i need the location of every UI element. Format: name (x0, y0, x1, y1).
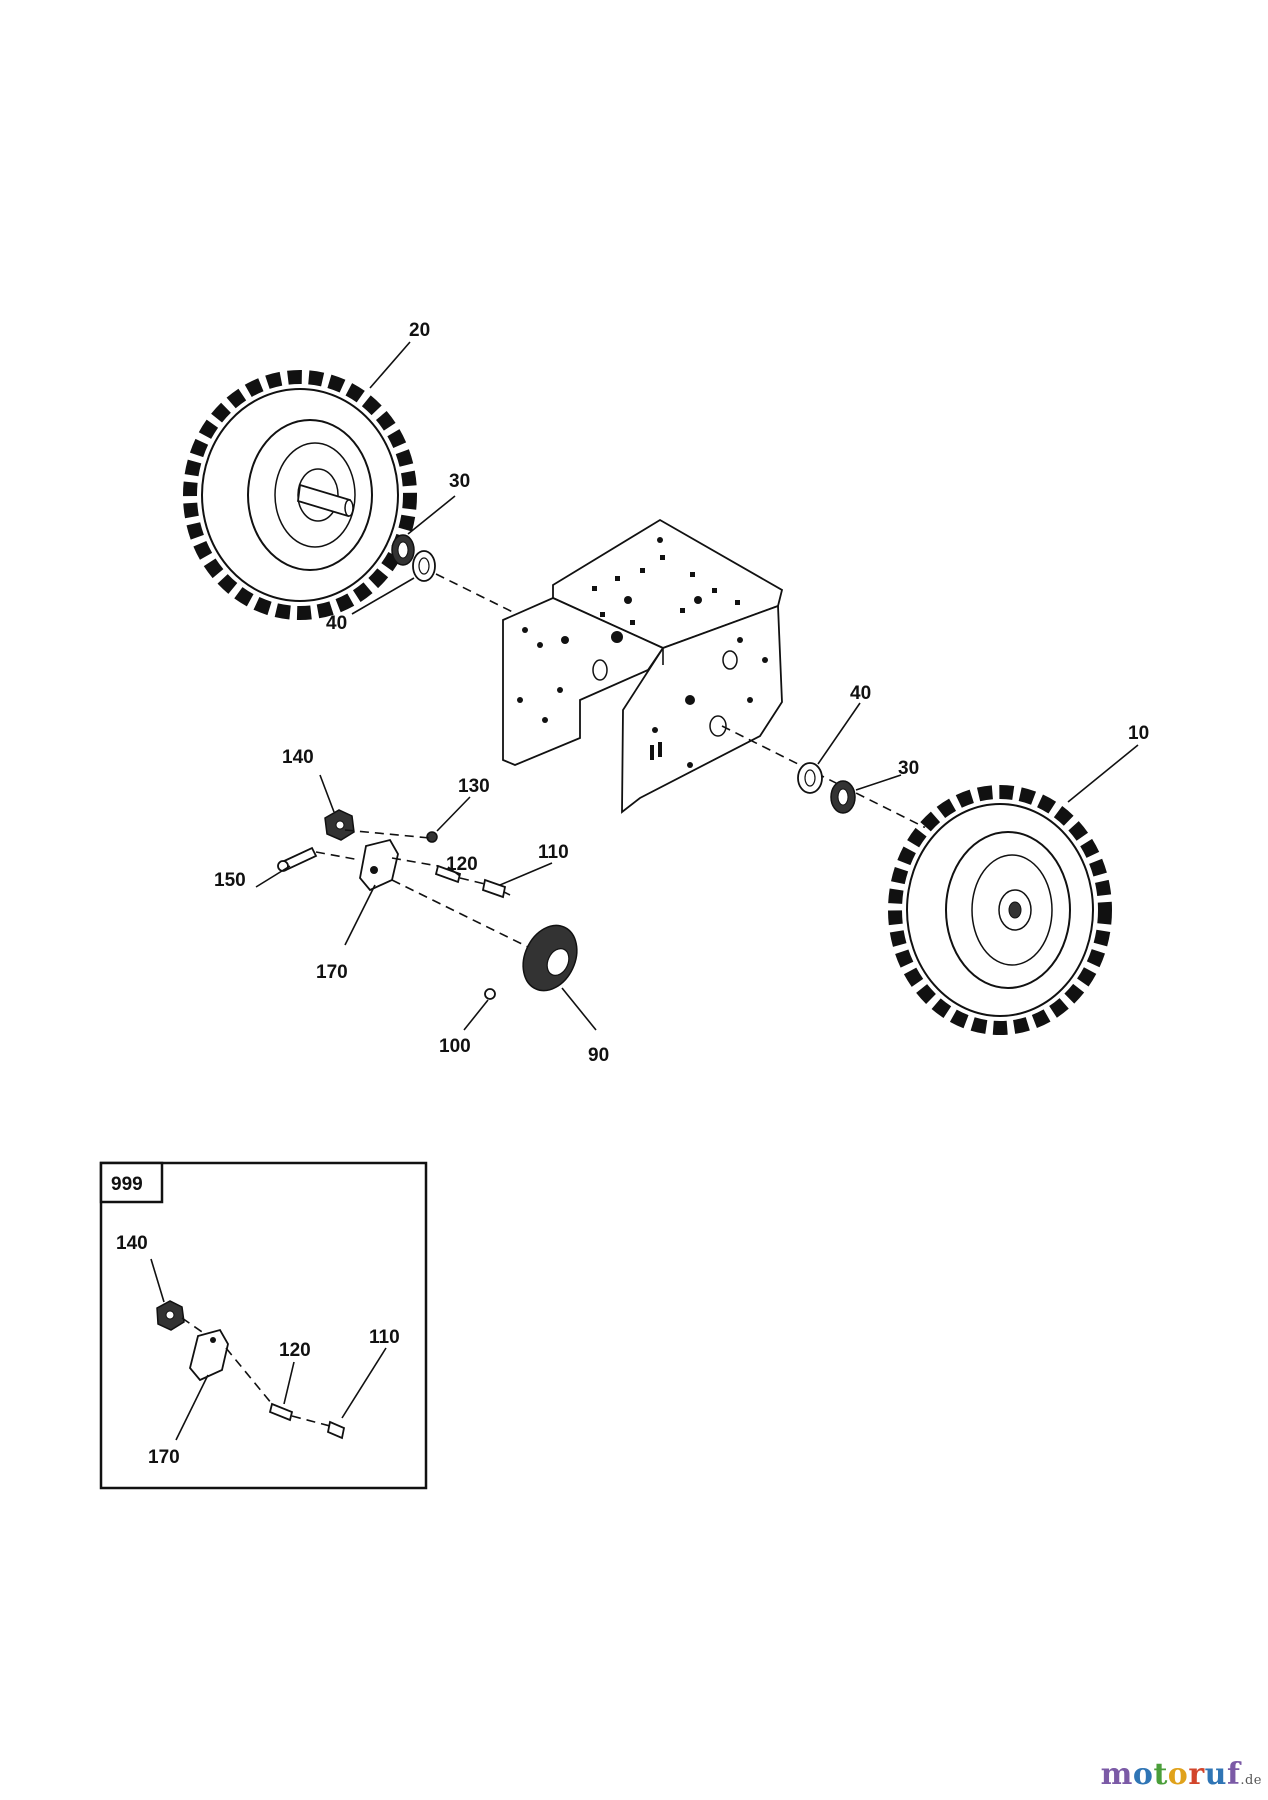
watermark-letter: o (1132, 1757, 1154, 1792)
right-washer-hole (804, 769, 816, 787)
watermark-letter: u (1204, 1757, 1227, 1792)
flange-axis-line (391, 879, 531, 949)
inset-callout-120: 120 (279, 1340, 311, 1361)
frame-chassis (502, 518, 784, 814)
callout-40-left: 40 (326, 613, 347, 634)
left-axle-end (344, 499, 354, 517)
right-axle-axis-line (721, 725, 931, 831)
watermark-suffix: .de (1240, 1773, 1262, 1788)
left-washer (412, 550, 436, 582)
bracket-axis-line (391, 857, 439, 867)
inset-bolt-110 (326, 1420, 346, 1440)
frame-center-hole (722, 650, 738, 670)
inset-callout-140: 140 (116, 1233, 148, 1254)
watermark-letter: f (1226, 1757, 1241, 1792)
inset-lock-bracket-hole (210, 1337, 216, 1343)
callout-100: 100 (439, 1036, 471, 1057)
left-bearing-hole (397, 541, 409, 559)
inset-pin-axis-line (291, 1415, 331, 1427)
nut-axis-line (344, 829, 431, 839)
bolt-110 (481, 878, 507, 899)
motoruf-watermark-logo: motoruf.de (1101, 1757, 1262, 1792)
inset-lock-bracket (189, 1328, 229, 1382)
right-rim-inner (971, 854, 1053, 966)
callout-150: 150 (214, 870, 246, 891)
inset-leader-110 (341, 1347, 387, 1419)
watermark-letter: m (1100, 1757, 1133, 1792)
right-wheel-assembly (888, 785, 1112, 1035)
inset-callout-110: 110 (369, 1327, 400, 1348)
callout-30-right: 30 (898, 758, 919, 779)
inset-bracket-axis-line (225, 1347, 273, 1405)
callout-10: 10 (1128, 723, 1149, 744)
pin-axis-line (459, 877, 486, 885)
inset-leader-170 (175, 1374, 209, 1441)
watermark-letter: o (1167, 1757, 1189, 1792)
set-screw-100 (484, 988, 496, 1000)
left-washer-hole (418, 557, 430, 575)
left-rim-inner (274, 442, 356, 548)
left-axle-axis-line (435, 573, 546, 629)
watermark-letters: motoruf (1101, 1757, 1241, 1792)
flange-plate-center (546, 948, 570, 976)
inset-pin-120 (268, 1402, 294, 1422)
callout-140: 140 (282, 747, 314, 768)
ball-130 (426, 831, 438, 843)
right-washer (797, 762, 823, 794)
inset-tag-box (99, 1161, 164, 1204)
callout-30-left: 30 (449, 471, 470, 492)
inset-frame (99, 1161, 428, 1490)
watermark-letter: t (1153, 1757, 1168, 1792)
frame-right-bearing-hole (709, 715, 727, 737)
inset-leader-120 (283, 1361, 295, 1405)
bolt-axis-line (315, 851, 361, 861)
frame-left-side-plate (502, 597, 665, 766)
callout-120: 120 (446, 854, 478, 875)
frame-holes (517, 537, 768, 768)
right-bearing-hole (837, 788, 849, 806)
callout-110: 110 (538, 842, 569, 863)
callout-20: 20 (409, 320, 430, 341)
inset-tag: 999 (111, 1174, 143, 1195)
lock-bracket-hole (370, 866, 378, 874)
inset-nut-axis-line (181, 1317, 206, 1335)
watermark-letter: r (1188, 1757, 1205, 1792)
callout-40-right: 40 (850, 683, 871, 704)
leader-lines (255, 341, 1139, 1031)
callout-90: 90 (588, 1045, 609, 1066)
frame-right-side-plate (621, 604, 783, 814)
inset-callout-170: 170 (148, 1447, 180, 1468)
right-axle-end (1008, 901, 1022, 919)
left-wheel-assembly (183, 370, 417, 620)
lock-bracket (359, 838, 399, 892)
right-rim-hub (998, 889, 1032, 931)
callout-170: 170 (316, 962, 348, 983)
inset-leader-140 (150, 1258, 165, 1303)
inset-999: 999 140 120 110 170 (99, 1161, 428, 1490)
frame-left-bearing-hole (592, 659, 608, 681)
callout-130: 130 (458, 776, 490, 797)
hex-nut-hole (335, 820, 345, 830)
inset-hex-nut-hole (165, 1310, 175, 1320)
bolt-110-end (503, 891, 511, 896)
right-rim (945, 831, 1071, 989)
